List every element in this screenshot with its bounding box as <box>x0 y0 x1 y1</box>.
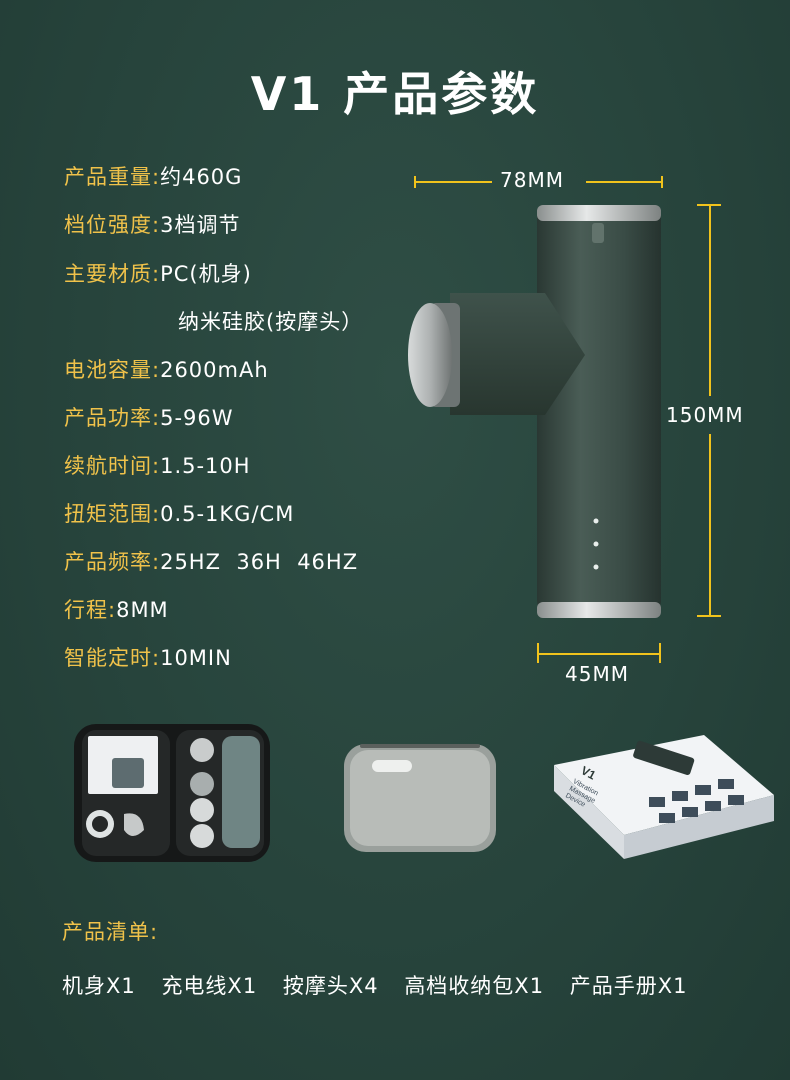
spec-row-weight: 产品重量:约460G <box>64 161 242 191</box>
gift-box-image: V1 Vibration Massage Device <box>554 735 774 859</box>
spec-value: 3档调节 <box>160 213 241 237</box>
spec-row-runtime: 续航时间:1.5-10H <box>64 450 251 480</box>
spec-row-stroke: 行程:8MM <box>64 594 169 624</box>
device-body <box>537 205 661 615</box>
spec-value: PC(机身) <box>160 262 252 286</box>
dim-tick <box>659 643 661 663</box>
spec-value: 8MM <box>116 598 169 622</box>
spec-row-power: 产品功率:5-96W <box>64 402 234 432</box>
box-feature-icons <box>649 779 744 823</box>
dim-line <box>414 181 492 183</box>
box-side-left <box>554 765 624 859</box>
massage-head <box>408 303 452 407</box>
device-top-cap <box>537 205 661 221</box>
product-list: 机身X1 充电线X1 按摩头X4 高档收纳包X1 产品手册X1 <box>62 970 706 1000</box>
led-dot-icon <box>593 518 599 524</box>
dim-height-label: 150MM <box>666 403 744 427</box>
spec-material-extra: 纳米硅胶(按摩头） <box>178 310 364 334</box>
spec-row-timer: 智能定时:10MIN <box>64 642 232 672</box>
dim-line <box>709 204 711 396</box>
spec-row-material: 主要材质:PC(机身) <box>64 258 252 288</box>
dim-tick <box>697 615 721 617</box>
massage-gun-image <box>408 205 661 618</box>
head-accessory-icon <box>190 798 214 822</box>
device-in-case-icon <box>222 736 260 848</box>
spec-key: 电池容量: <box>64 358 161 382</box>
spec-key: 扭矩范围: <box>64 502 161 526</box>
dim-tick <box>661 176 663 188</box>
spec-value: 2600mAh <box>160 358 269 382</box>
spec-row-gear: 档位强度:3档调节 <box>64 209 240 239</box>
closed-case-image <box>344 744 496 852</box>
spec-value: 25HZ 36H 46HZ <box>160 550 359 574</box>
dim-line <box>709 434 711 616</box>
box-top <box>554 735 774 835</box>
device-arm <box>450 293 585 415</box>
spec-key: 产品功率: <box>64 406 161 430</box>
case-top <box>350 750 490 846</box>
open-case-image <box>74 724 270 862</box>
manual-device-icon <box>112 758 144 788</box>
spec-value: 1.5-10H <box>160 454 251 478</box>
box-side-front <box>624 795 774 859</box>
spec-key: 产品重量: <box>64 165 161 189</box>
led-dot-icon <box>593 541 599 547</box>
spec-key: 产品频率: <box>64 550 161 574</box>
list-item: 按摩头X4 <box>282 974 379 998</box>
indicator-icon <box>592 223 604 243</box>
list-item: 高档收纳包X1 <box>404 974 545 998</box>
box-device-icon <box>633 740 695 776</box>
spec-row-battery: 电池容量:2600mAh <box>64 354 269 384</box>
list-item: 产品手册X1 <box>569 974 688 998</box>
device-bottom-cap <box>537 602 661 618</box>
spec-value: 5-96W <box>160 406 234 430</box>
led-dot-icon <box>593 564 599 570</box>
spec-key: 档位强度: <box>64 213 161 237</box>
list-item: 充电线X1 <box>161 974 258 998</box>
spec-value: 约460G <box>160 165 243 189</box>
spec-value: 10MIN <box>160 646 232 670</box>
spec-row-torque: 扭矩范围:0.5-1KG/CM <box>64 498 294 528</box>
spec-key: 续航时间: <box>64 454 161 478</box>
dim-width-bottom-label: 45MM <box>565 662 629 686</box>
spec-key: 智能定时: <box>64 646 161 670</box>
dim-line <box>586 181 662 183</box>
spec-row-frequency: 产品频率:25HZ 36H 46HZ <box>64 546 358 576</box>
page-title: V1 产品参数 <box>250 67 540 121</box>
box-model-label: V1 <box>579 763 599 782</box>
cable-icon <box>124 813 144 836</box>
dim-line <box>537 653 661 655</box>
list-item: 机身X1 <box>62 974 136 998</box>
dim-width-top-label: 78MM <box>500 168 564 192</box>
head-accessory-icon <box>190 738 214 762</box>
product-list-title: 产品清单: <box>62 920 159 944</box>
spec-key: 行程: <box>64 598 117 622</box>
spec-key: 主要材质: <box>64 262 161 286</box>
head-accessory-icon <box>190 772 214 796</box>
head-accessory-icon <box>190 824 214 848</box>
spec-value: 0.5-1KG/CM <box>160 502 295 526</box>
case-logo-icon <box>372 760 412 772</box>
